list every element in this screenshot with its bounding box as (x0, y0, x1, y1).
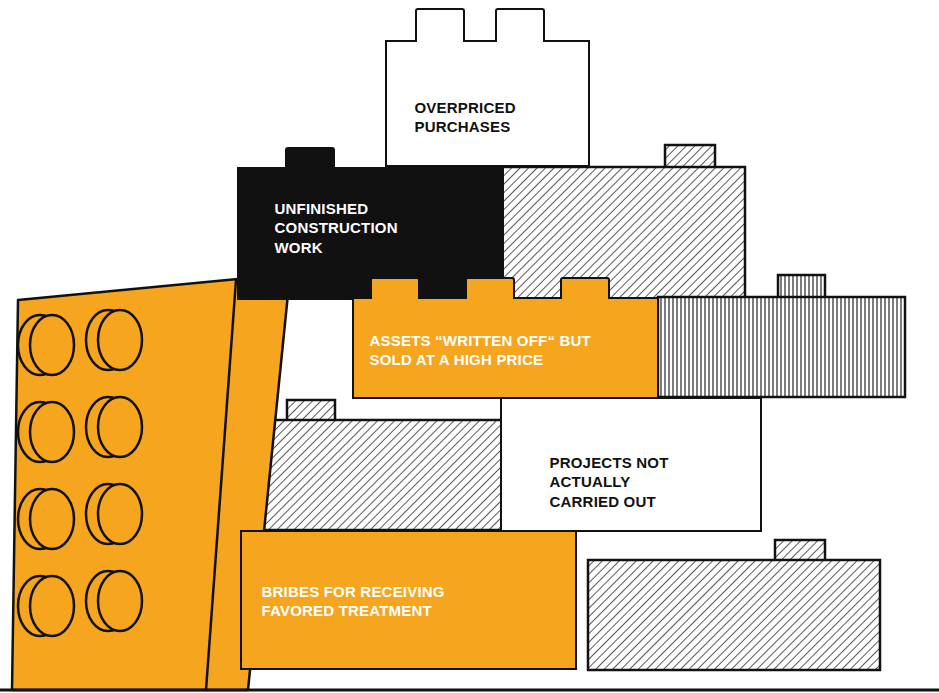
brick-stud (287, 400, 335, 422)
brick-stud (775, 540, 825, 562)
striped-brick (658, 297, 905, 397)
brick-stud (778, 275, 825, 299)
brick-stud (665, 145, 715, 169)
lego-brick: PROJECTS NOT ACTUALLY CARRIED OUT (500, 397, 762, 532)
leaning-brick-edge (206, 280, 236, 690)
brick-label: BRIBES FOR RECEIVING FAVORED TREATMENT (262, 582, 492, 622)
lego-brick: OVERPRICED PURCHASES (385, 40, 590, 167)
lego-brick: BRIBES FOR RECEIVING FAVORED TREATMENT (240, 530, 577, 670)
ground-line (0, 689, 939, 692)
brick-stud (370, 277, 420, 299)
brick-stud (495, 8, 545, 42)
brick-stud (285, 147, 335, 169)
hatched-brick (240, 420, 502, 530)
lego-brick: ASSETS “WRITTEN OFF“ BUT SOLD AT A HIGH … (352, 297, 659, 399)
brick-label: PROJECTS NOT ACTUALLY CARRIED OUT (550, 453, 700, 512)
brick-stud (465, 277, 515, 299)
brick-label: ASSETS “WRITTEN OFF“ BUT SOLD AT A HIGH … (370, 331, 620, 371)
brick-label: OVERPRICED PURCHASES (415, 98, 560, 138)
leaning-brick-studs (18, 310, 142, 636)
hatched-brick (588, 560, 880, 670)
hatched-brick (502, 167, 745, 300)
brick-stud (415, 8, 465, 42)
brick-label: UNFINISHED CONSTRUCTION WORK (275, 199, 425, 258)
brick-stud (560, 277, 610, 299)
hatched-bricks (240, 145, 905, 670)
